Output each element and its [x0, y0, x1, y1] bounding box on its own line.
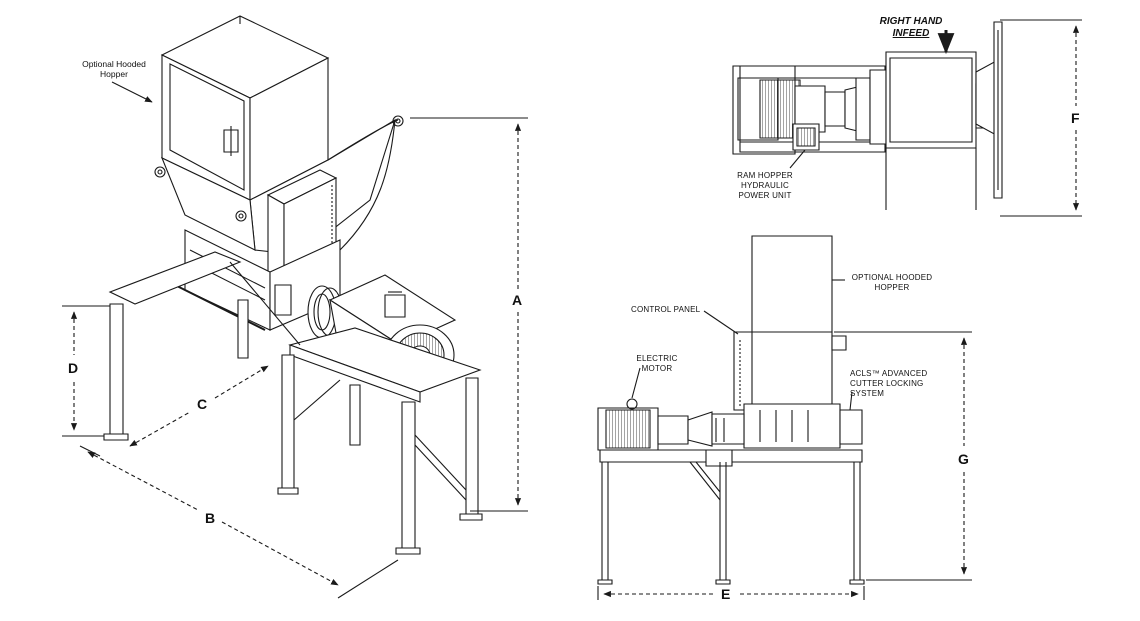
iso-frame [104, 252, 482, 554]
iso-dimension-lines [62, 118, 528, 598]
dimension-f: F [1071, 110, 1080, 126]
right-hand-infeed-label: RIGHT HAND INFEED [879, 16, 943, 39]
dimension-e: E [721, 586, 731, 602]
iso-hopper-leader [112, 82, 153, 102]
isometric-view [62, 16, 528, 598]
top-view [733, 20, 1082, 216]
dimension-g: G [958, 451, 969, 467]
dimension-a: A [512, 292, 523, 308]
dimension-b: B [205, 510, 216, 526]
control-panel-label: CONTROL PANEL [631, 305, 701, 314]
iso-control-panel [268, 170, 336, 282]
dimension-d: D [68, 360, 79, 376]
side-view [598, 236, 972, 600]
dimension-c: C [197, 396, 208, 412]
